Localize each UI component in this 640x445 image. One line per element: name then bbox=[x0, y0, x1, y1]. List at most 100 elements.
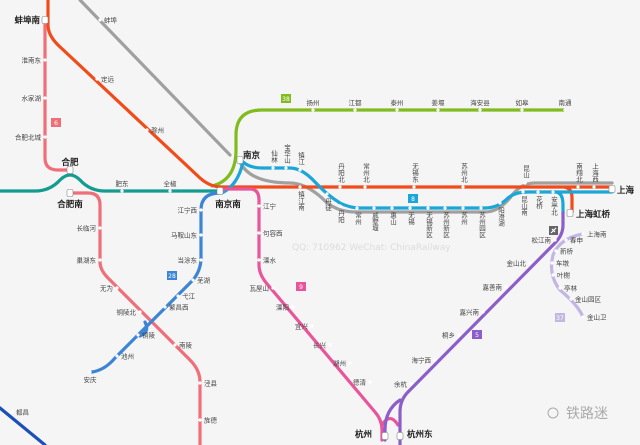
station-dot[interactable] bbox=[145, 128, 149, 132]
station-l28[interactable]: 当涂东 bbox=[178, 255, 203, 264]
station-dot[interactable] bbox=[43, 58, 47, 62]
station-l9[interactable]: 宜兴 bbox=[295, 321, 314, 330]
station-dot[interactable] bbox=[551, 190, 555, 194]
station-dot[interactable] bbox=[521, 190, 525, 194]
station-l38[interactable]: 南通 bbox=[559, 98, 573, 112]
hub-hangzhou[interactable]: 杭州 bbox=[355, 429, 389, 440]
station-dot[interactable] bbox=[528, 261, 532, 265]
station-l38[interactable]: 姜堰 bbox=[432, 98, 446, 112]
station-l37[interactable]: 叶榭 bbox=[551, 270, 571, 279]
station-dot[interactable] bbox=[257, 204, 261, 208]
station-dot[interactable] bbox=[95, 77, 99, 81]
station-dot[interactable] bbox=[426, 206, 430, 210]
station-l9[interactable]: 溧水 bbox=[257, 255, 277, 264]
station-l9[interactable]: 德清 bbox=[353, 377, 372, 386]
line-6[interactable] bbox=[43, 18, 202, 445]
station-dot[interactable] bbox=[338, 204, 342, 208]
hub-hongqiao[interactable]: 上海虹桥 bbox=[566, 209, 611, 220]
line-5[interactable] bbox=[383, 211, 565, 445]
station-dot[interactable] bbox=[257, 231, 261, 235]
station-dot[interactable] bbox=[581, 232, 585, 236]
station-l6[interactable]: 巢湖东 bbox=[77, 255, 102, 264]
station-l28[interactable]: 马鞍山东 bbox=[171, 230, 203, 239]
station-l8[interactable] bbox=[298, 168, 302, 172]
interchange-marker[interactable] bbox=[396, 432, 404, 440]
station-dot[interactable] bbox=[98, 18, 102, 22]
station-l38[interactable]: 泰州 bbox=[391, 98, 404, 112]
hub-bengbu-south[interactable]: 蚌埠南 bbox=[14, 15, 49, 26]
station-dot[interactable] bbox=[363, 185, 367, 189]
station-dot[interactable] bbox=[355, 206, 359, 210]
hub-hangzhou-east[interactable]: 杭州东 bbox=[396, 429, 433, 440]
interchange-marker[interactable] bbox=[236, 156, 244, 164]
station-dot[interactable] bbox=[98, 226, 102, 230]
station-dot[interactable] bbox=[504, 285, 508, 289]
station-dot[interactable] bbox=[199, 258, 203, 262]
station-dot[interactable] bbox=[115, 286, 119, 290]
hub-hefei-south[interactable]: 合肥南 bbox=[56, 189, 83, 211]
station-l8[interactable] bbox=[498, 201, 502, 205]
station-l6[interactable]: 旌德 bbox=[198, 415, 218, 424]
station-l8[interactable] bbox=[408, 206, 412, 210]
station-dot[interactable] bbox=[523, 181, 527, 185]
station-dot[interactable] bbox=[564, 238, 568, 242]
station-dot[interactable] bbox=[298, 168, 302, 172]
line-38[interactable] bbox=[210, 108, 567, 188]
station-l5[interactable]: 海宁西 bbox=[412, 355, 437, 364]
station-dot[interactable] bbox=[569, 297, 573, 301]
station-l37[interactable]: 亭林 bbox=[558, 283, 578, 292]
station-dot[interactable] bbox=[173, 343, 177, 347]
station-dot[interactable] bbox=[536, 190, 540, 194]
station-dot[interactable] bbox=[163, 305, 167, 309]
station-dot[interactable] bbox=[136, 333, 140, 337]
station-l5[interactable]: 金山北 bbox=[507, 258, 532, 267]
station-dot[interactable] bbox=[409, 382, 413, 386]
station-l8[interactable] bbox=[461, 206, 465, 210]
station-orange[interactable] bbox=[412, 185, 416, 189]
station-dot[interactable] bbox=[481, 310, 485, 314]
station-dot[interactable] bbox=[563, 108, 567, 112]
station-l6[interactable]: 无为 bbox=[100, 283, 119, 292]
station-dot[interactable] bbox=[436, 108, 440, 112]
station-dot[interactable] bbox=[198, 418, 202, 422]
station-l9[interactable]: 瓦屋山 bbox=[250, 283, 275, 292]
station-dot[interactable] bbox=[138, 310, 142, 314]
station-l9[interactable]: 句容西 bbox=[257, 228, 283, 237]
station-dot[interactable] bbox=[311, 108, 315, 112]
station-dot[interactable] bbox=[372, 206, 376, 210]
station-dot[interactable] bbox=[271, 286, 275, 290]
hub-shanghai[interactable]: 上海 bbox=[608, 185, 635, 196]
station-l28[interactable]: 铜陵 bbox=[136, 330, 156, 339]
station-l8[interactable] bbox=[521, 190, 525, 194]
station-dot[interactable] bbox=[576, 185, 580, 189]
station-orange[interactable] bbox=[363, 185, 367, 189]
line-teal[interactable] bbox=[0, 173, 224, 193]
station-l8[interactable] bbox=[536, 190, 540, 194]
interchange-marker[interactable] bbox=[608, 185, 616, 193]
station-dot[interactable] bbox=[176, 294, 180, 298]
station-l8[interactable] bbox=[355, 206, 359, 210]
station-dot[interactable] bbox=[198, 381, 202, 385]
station-l9[interactable]: 江宁 bbox=[257, 201, 277, 210]
station-orange[interactable] bbox=[461, 185, 465, 189]
station-l9[interactable]: 长兴 bbox=[313, 340, 332, 349]
station-dot[interactable] bbox=[592, 185, 596, 189]
station-dot[interactable] bbox=[115, 354, 119, 358]
station-dot[interactable] bbox=[191, 278, 195, 282]
station-l6[interactable]: 水家湖 bbox=[22, 93, 47, 102]
interchange-marker[interactable] bbox=[66, 166, 74, 174]
station-dot[interactable] bbox=[551, 273, 555, 277]
station-l6[interactable]: 泾县 bbox=[198, 379, 218, 387]
station-l6[interactable]: 铜陵北 bbox=[117, 307, 142, 316]
station-orange[interactable] bbox=[298, 185, 302, 189]
interchange-marker[interactable] bbox=[216, 187, 224, 195]
station-dot[interactable] bbox=[368, 380, 372, 384]
interchange-marker[interactable] bbox=[381, 432, 389, 440]
station-gray[interactable] bbox=[523, 181, 527, 185]
interchange-marker[interactable] bbox=[566, 209, 574, 217]
station-l9[interactable]: 湖州 bbox=[333, 358, 352, 367]
station-dot[interactable] bbox=[284, 166, 288, 170]
interchange-marker[interactable] bbox=[41, 16, 49, 24]
station-l6[interactable]: 淮南东 bbox=[22, 55, 47, 64]
station-l8[interactable] bbox=[372, 206, 376, 210]
